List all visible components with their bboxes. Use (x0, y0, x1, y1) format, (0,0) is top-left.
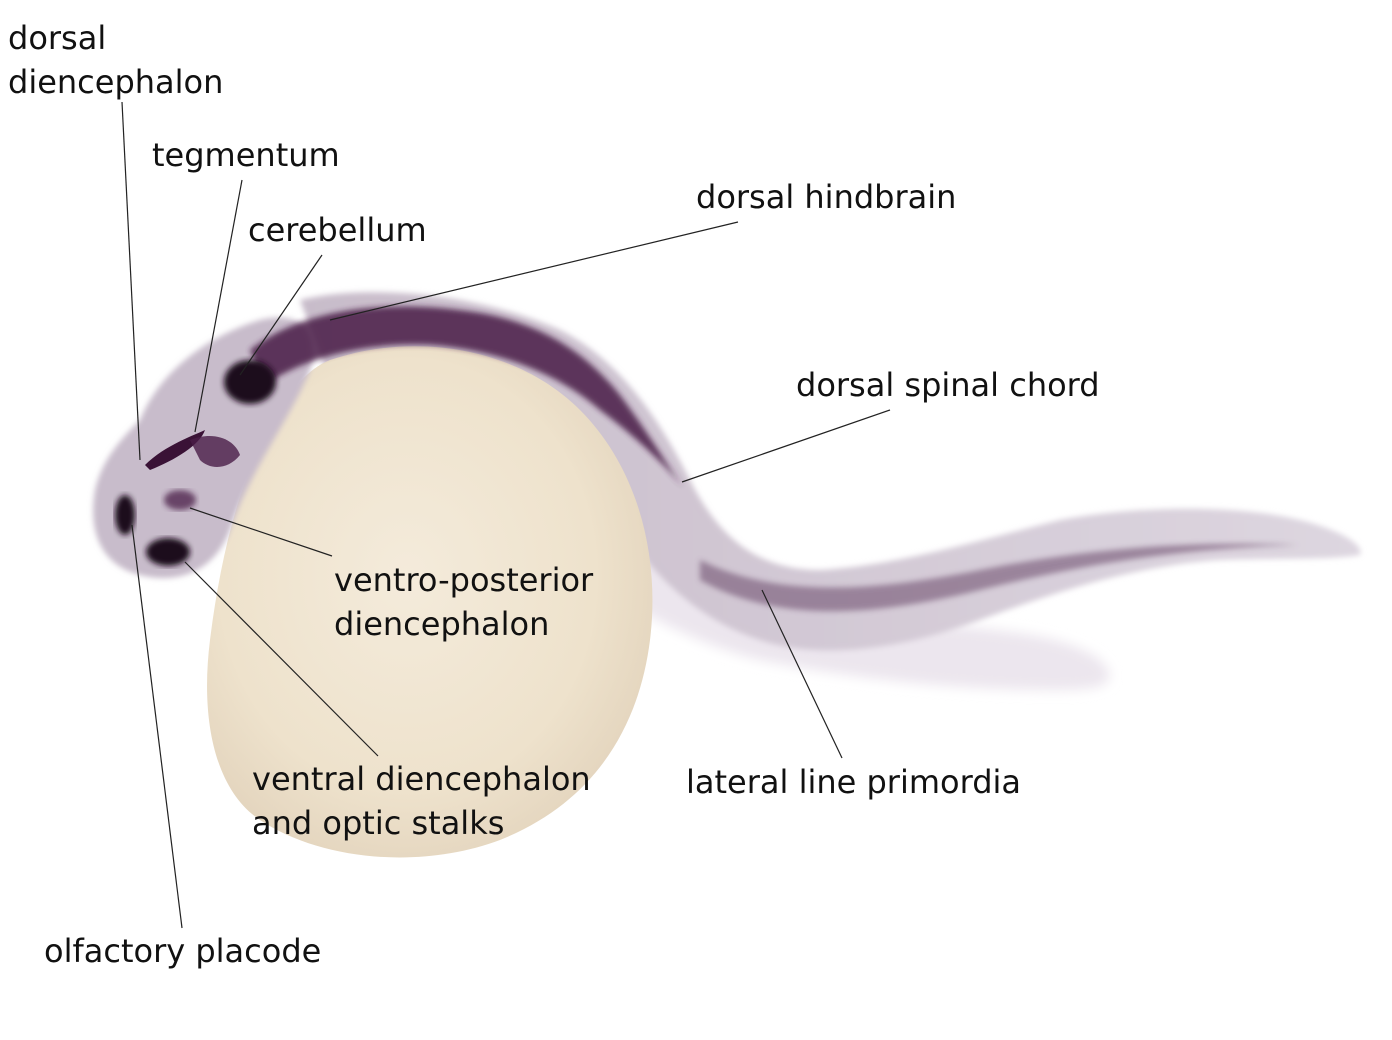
label-dorsal-spinal-chord: dorsal spinal chord (796, 366, 1100, 404)
label-tegmentum: tegmentum (152, 136, 340, 174)
label-line: diencephalon (334, 605, 550, 643)
leader-olfactory-placode (131, 524, 183, 929)
dorsal-neural-stain (250, 306, 685, 490)
ventro-posterior-stain (164, 490, 196, 510)
olfactory-placode-stain (115, 495, 135, 535)
label-line: dorsal (8, 19, 107, 57)
leader-dorsal-hindbrain (329, 221, 739, 321)
label-olfactory-placode: olfactory placode (44, 932, 322, 970)
spinal-stain (700, 543, 1300, 612)
leader-cerebellum (239, 254, 323, 376)
diencephalon-stain (190, 435, 240, 467)
leader-lateral-line (761, 589, 843, 759)
leader-lines (121, 101, 891, 929)
label-cerebellum: cerebellum (248, 211, 427, 249)
yolk-sac (207, 346, 653, 858)
leader-ventral-diencephalon (184, 561, 379, 757)
leader-dorsal-diencephalon (121, 101, 141, 461)
label-ventro-posterior-diencephalon: ventro-posterior diencephalon (334, 558, 593, 646)
label-ventral-diencephalon-optic-stalks: ventral diencephalon and optic stalks (252, 757, 591, 845)
optic-stalk-stain (146, 538, 190, 566)
label-dorsal-diencephalon: dorsal diencephalon (8, 16, 223, 104)
label-line: and optic stalks (252, 804, 505, 842)
cerebellum-stain (224, 360, 276, 404)
leader-ventro-posterior (189, 507, 333, 557)
label-line: ventral diencephalon (252, 760, 591, 798)
leader-dorsal-spinal-chord (681, 409, 891, 483)
label-lateral-line-primordia: lateral line primordia (686, 763, 1021, 801)
label-line: diencephalon (8, 63, 224, 101)
leader-tegmentum (194, 179, 243, 433)
label-dorsal-hindbrain: dorsal hindbrain (696, 178, 957, 216)
label-line: ventro-posterior (334, 561, 594, 599)
